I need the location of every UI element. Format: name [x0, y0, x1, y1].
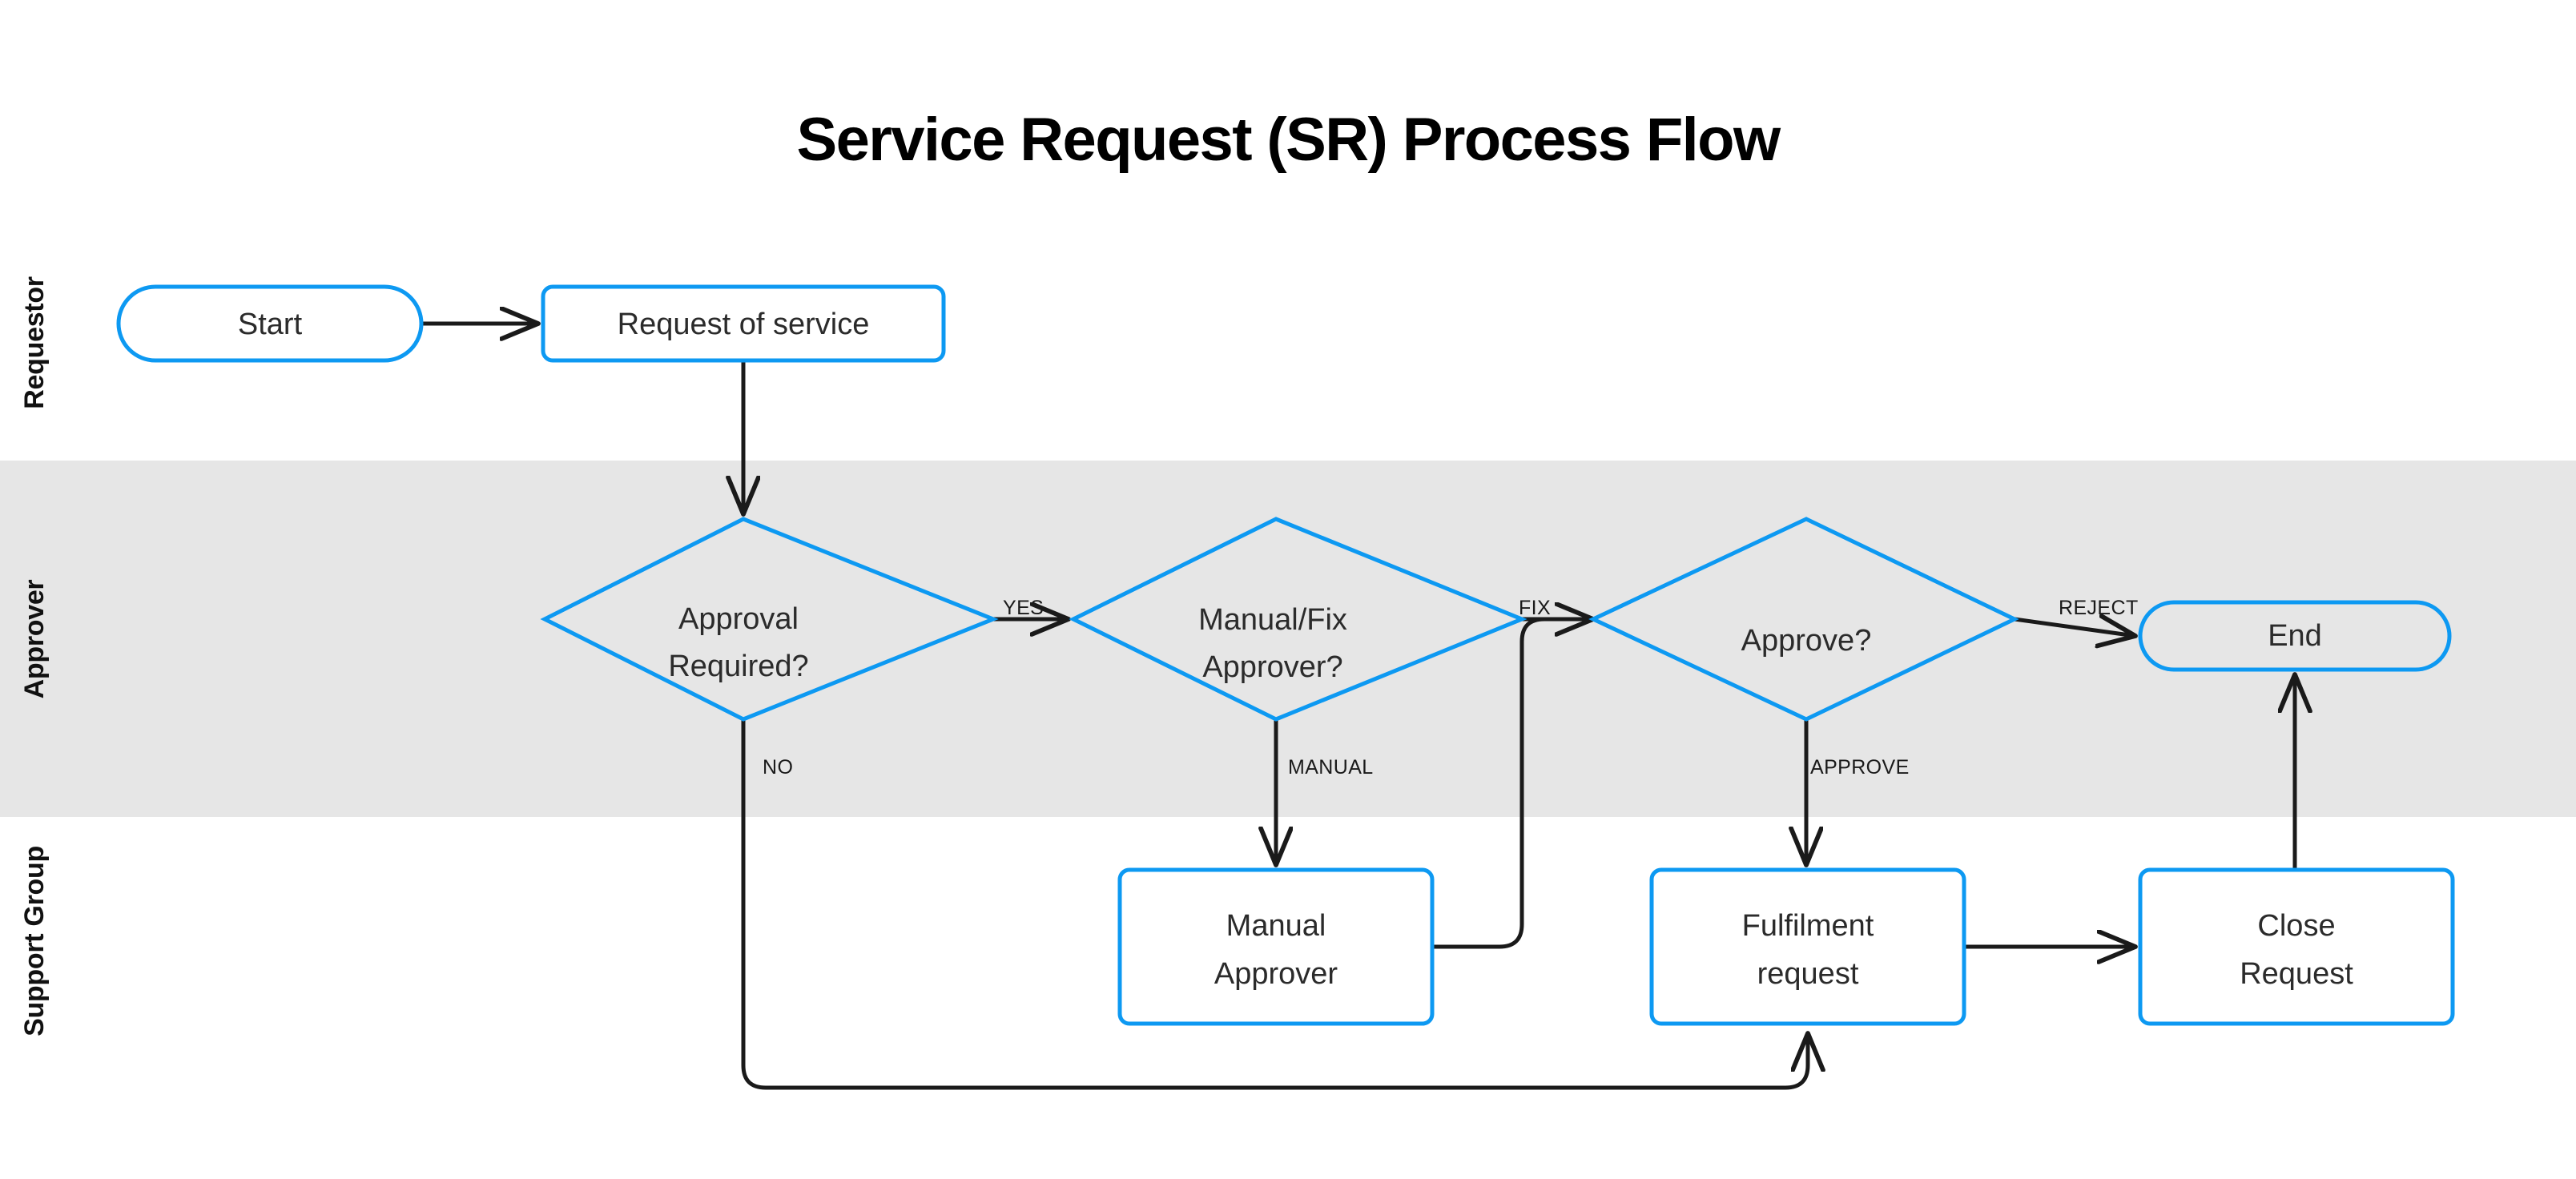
node-close-request-label-line1: Close: [2257, 909, 2335, 943]
node-end-shape[interactable]: [2138, 600, 2452, 672]
node-fulfilment-request[interactable]: Fulfilment request: [1649, 867, 1966, 1026]
node-manual-approver-label-line2: Approver: [1214, 957, 1338, 991]
node-manual-approver[interactable]: Manual Approver: [1117, 867, 1435, 1026]
node-manual-fix-approver-shape[interactable]: [1069, 517, 1527, 722]
node-request-service-shape[interactable]: [541, 284, 946, 363]
node-start[interactable]: Start: [116, 284, 424, 363]
swimlane-bands: [0, 224, 2576, 1057]
node-request-service[interactable]: Request of service: [541, 284, 946, 363]
node-close-request-shape[interactable]: [2138, 867, 2455, 1026]
node-close-request[interactable]: Close Request: [2138, 867, 2455, 1026]
node-approval-required-label-line1: Approval: [678, 602, 799, 636]
node-approve-label: Approve?: [1741, 624, 1872, 658]
edge-label-manual: MANUAL: [1288, 756, 1374, 779]
node-approve-shape[interactable]: [1588, 517, 2019, 722]
node-fulfilment-request-shape[interactable]: [1649, 867, 1966, 1026]
swimlane-label-support-group: Support Group: [19, 846, 50, 1036]
edge-label-reject: REJECT: [2059, 597, 2139, 619]
node-manual-fix-approver[interactable]: Manual/Fix Approver?: [1069, 517, 1527, 722]
flow-nodes: Start Request of service Approval Requir…: [116, 284, 2455, 1026]
edge-label-fix: FIX: [1519, 597, 1551, 619]
edge-approve-reject-to-end: [2014, 619, 2135, 636]
flow-edges: YES NO MANUAL FIX REJECT APPROVE: [421, 324, 2295, 1090]
swimlane-band-approver: [0, 461, 2576, 817]
node-start-label: Start: [238, 308, 303, 341]
node-fulfilment-request-label-line1: Fulfilment: [1742, 909, 1874, 943]
node-manual-fix-approver-label-line1: Manual/Fix: [1198, 603, 1347, 637]
node-request-service-label: Request of service: [618, 308, 870, 341]
node-end-label: End: [2268, 619, 2322, 653]
node-close-request-label-line2: Request: [2240, 957, 2353, 991]
edge-manual-approver-to-approve: [1432, 617, 1593, 949]
swimlane-label-approver: Approver: [19, 580, 50, 699]
swimlane-band-requestor: [0, 224, 2576, 461]
node-manual-approver-shape[interactable]: [1117, 867, 1435, 1026]
node-approve[interactable]: Approve?: [1588, 517, 2019, 722]
diagram-title: Service Request (SR) Process Flow: [797, 106, 1781, 174]
node-approval-required-label-line2: Required?: [668, 650, 808, 683]
edge-label-yes: YES: [1003, 597, 1044, 619]
node-approval-required-shape[interactable]: [540, 517, 999, 722]
swimlane-labels: Requestor Approver Support Group: [19, 276, 50, 1036]
edge-approval-required-no-to-fulfilment: [741, 719, 1808, 1090]
node-start-shape[interactable]: [116, 284, 424, 363]
node-manual-fix-approver-label-line2: Approver?: [1202, 650, 1342, 684]
node-end[interactable]: End: [2138, 600, 2452, 672]
node-fulfilment-request-label-line2: request: [1757, 957, 1859, 991]
swimlane-label-requestor: Requestor: [19, 276, 50, 409]
node-manual-approver-label-line1: Manual: [1226, 909, 1326, 943]
edge-label-approve: APPROVE: [1810, 756, 1910, 779]
node-approval-required[interactable]: Approval Required?: [540, 517, 999, 722]
edge-label-no: NO: [763, 756, 793, 779]
